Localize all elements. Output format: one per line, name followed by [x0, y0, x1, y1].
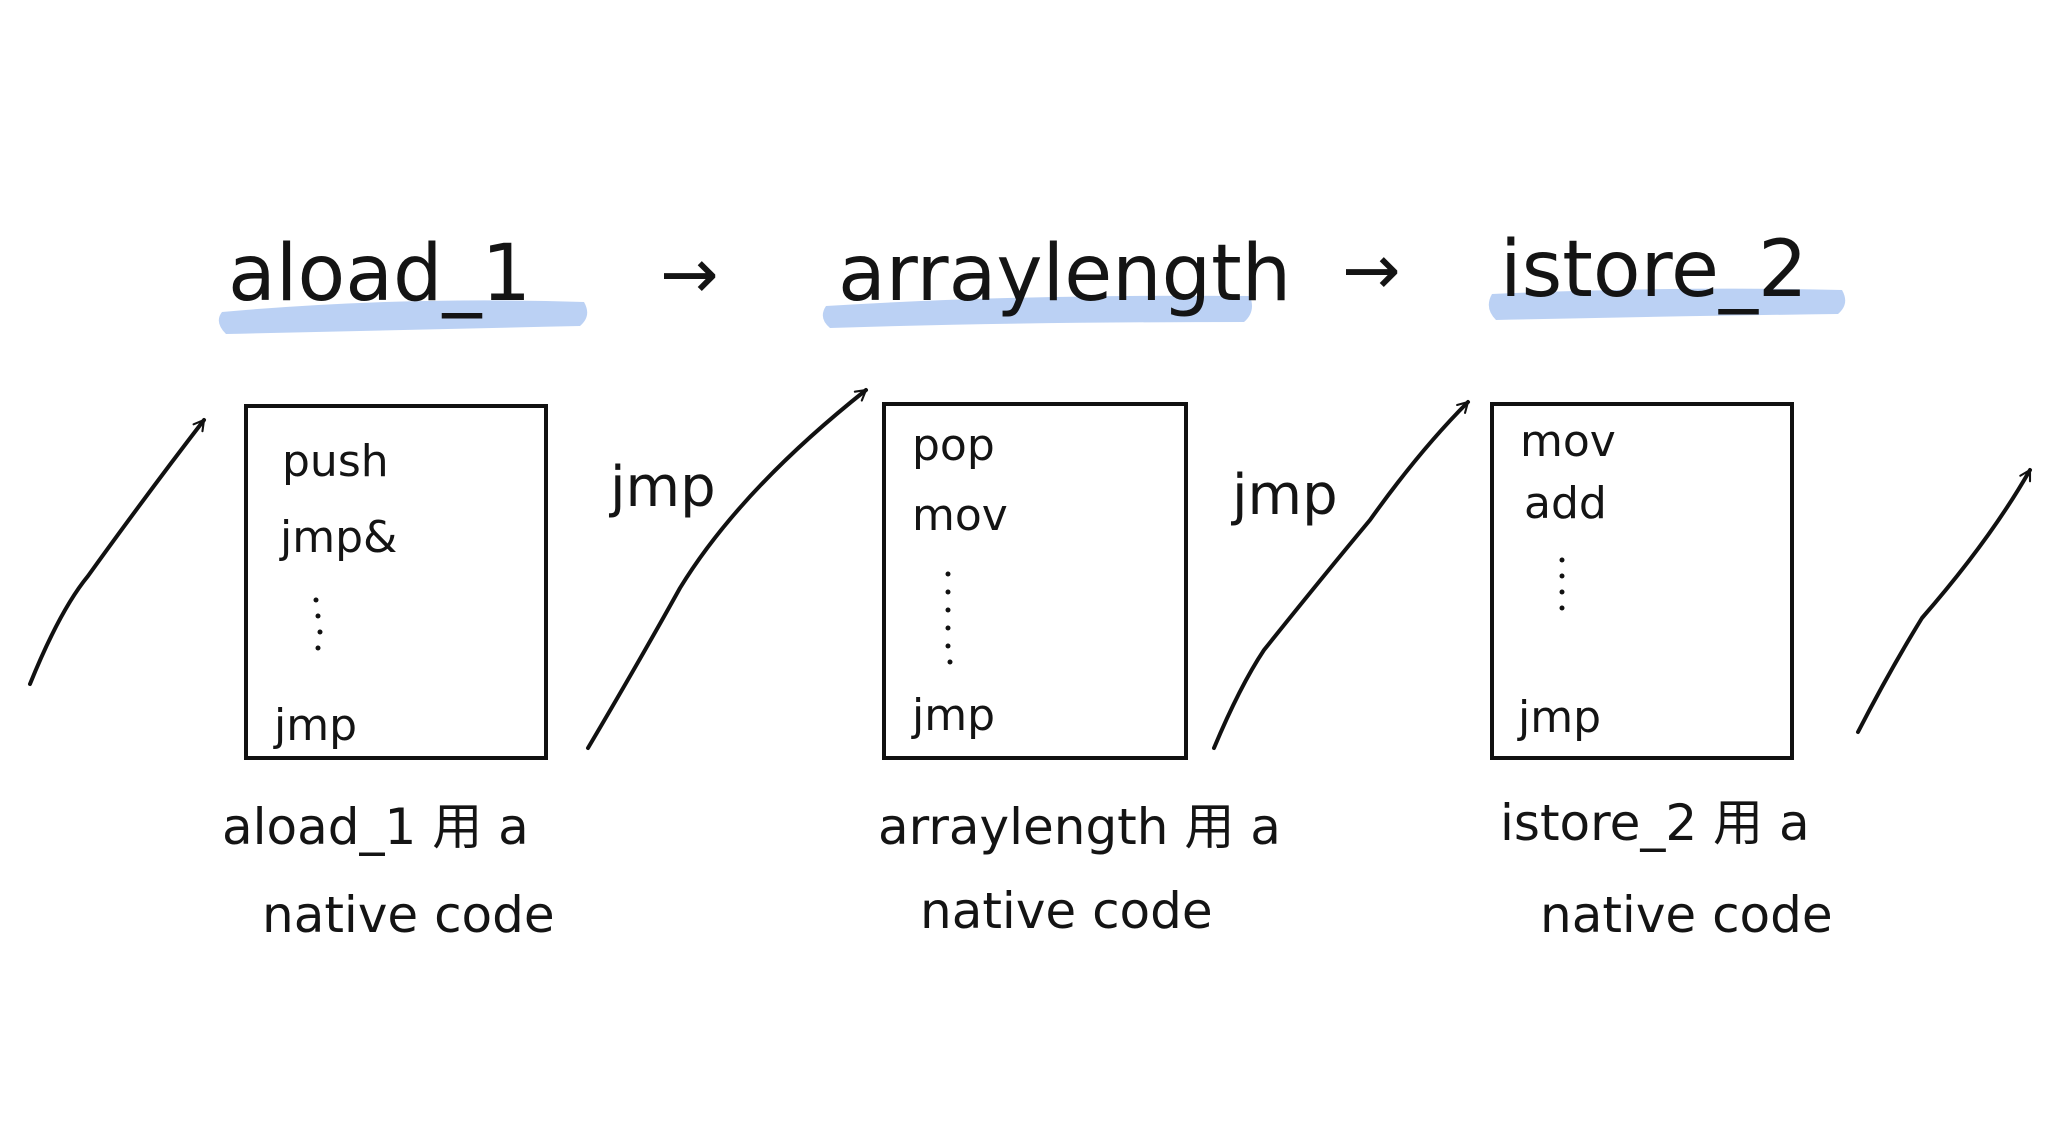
code-box-3	[1490, 402, 1794, 760]
jmp-label-1: jmp	[608, 455, 716, 520]
title-arraylength: arraylength	[838, 229, 1291, 319]
box3-line-mov: mov	[1520, 416, 1616, 467]
code-box-2	[882, 402, 1188, 760]
caption-2-line1: arraylength 用 a	[878, 798, 1281, 856]
title-highlight-2	[822, 295, 1252, 328]
code-box-1	[244, 404, 548, 760]
box2-line-pop: pop	[912, 420, 995, 471]
caption-1-line1: aload_1 用 a	[222, 798, 529, 856]
caption-3-line2: native code	[1540, 886, 1833, 944]
box2-ellipsis	[945, 571, 953, 665]
box1-line-push: push	[282, 436, 389, 487]
caption-1-line2: native code	[262, 886, 555, 944]
title-arrow-1: →	[660, 233, 719, 315]
box2-line-mov: mov	[912, 490, 1008, 541]
title-aload: aload_1	[228, 229, 531, 319]
box3-line-jmp: jmp	[1517, 692, 1601, 743]
box1-line-jmp: jmp	[273, 700, 357, 751]
title-istore: istore_2	[1500, 225, 1808, 315]
title-highlight-3	[1488, 288, 1846, 320]
title-arrow-2: →	[1342, 229, 1401, 311]
jmp-label-2: jmp	[1230, 463, 1338, 528]
box2-line-jmp: jmp	[911, 690, 995, 741]
jump-arrow-1-to-2	[586, 388, 868, 750]
box1-line-jmp-amp: jmp&	[279, 512, 397, 563]
title-highlight-1	[218, 300, 588, 334]
box1-ellipsis	[313, 597, 323, 651]
jump-arrow-in	[28, 418, 206, 686]
caption-3-line1: istore_2 用 a	[1500, 794, 1810, 852]
box3-ellipsis	[1559, 557, 1565, 611]
caption-2-line2: native code	[920, 882, 1213, 940]
jump-arrow-out	[1856, 468, 2032, 734]
jump-arrow-2-to-3	[1212, 400, 1470, 750]
box3-line-add: add	[1524, 478, 1607, 529]
